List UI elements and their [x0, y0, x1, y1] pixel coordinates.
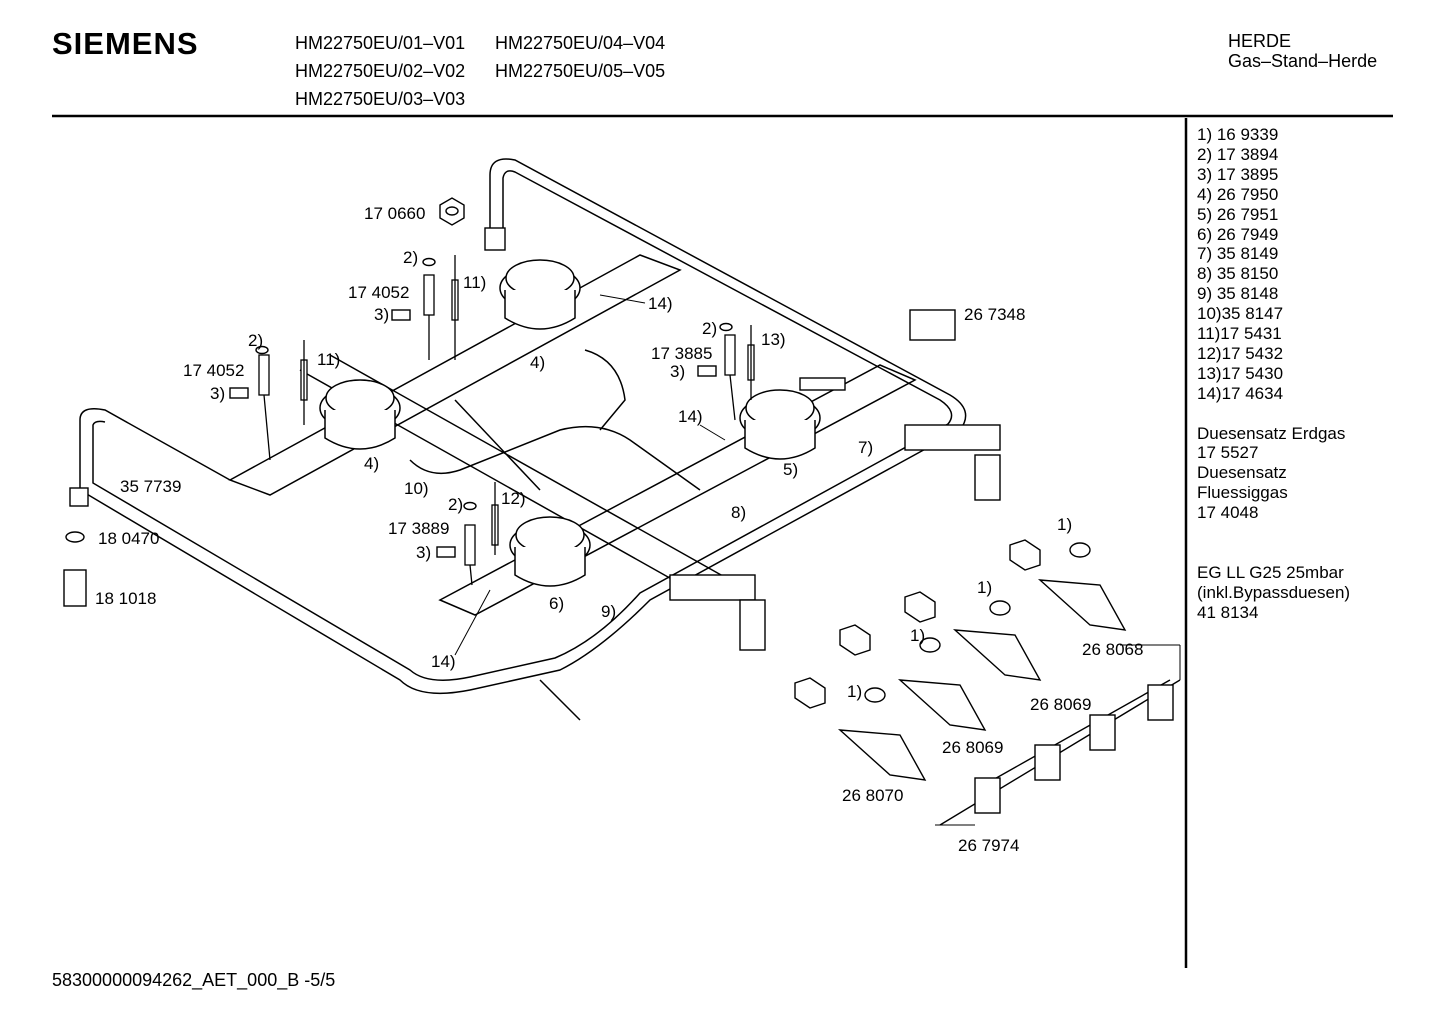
callout-label: 26 8069 [1030, 695, 1091, 714]
model-number: HM22750EU/05–V05 [495, 61, 666, 81]
gas-taps [794, 539, 1127, 781]
callout-label: 17 3889 [388, 519, 449, 538]
ignition-electrodes [258, 255, 755, 586]
kit-line: (inkl.Bypassduesen) [1197, 582, 1351, 602]
legend-entry: 8) 35 8150 [1197, 264, 1279, 284]
kit-line: Duesensatz Erdgas [1197, 423, 1346, 443]
callout-label: 26 7974 [958, 836, 1019, 855]
callout-label: 26 8069 [942, 738, 1003, 757]
callout-label: 1) [1057, 515, 1072, 534]
kit-line: 17 4048 [1197, 503, 1259, 523]
burner-front-left [319, 379, 401, 450]
burner-rear-left [499, 259, 581, 330]
callout-label: 2) [403, 248, 418, 267]
callout-label: 26 8068 [1082, 640, 1143, 659]
callout-label: 18 1018 [95, 589, 156, 608]
legend-entry: 5) 26 7951 [1197, 204, 1279, 224]
burner-frame [79, 158, 967, 721]
callout-label: 4) [364, 454, 379, 473]
callout-label: 2) [248, 331, 263, 350]
legend-entry: 11)17 5431 [1197, 324, 1282, 344]
legend-entry: 4) 26 7950 [1197, 184, 1279, 204]
model-number: HM22750EU/01–V01 [295, 33, 466, 53]
callout-label: 11) [463, 273, 486, 292]
callout-label: 5) [783, 460, 798, 479]
callout-label: 3) [670, 362, 685, 381]
callout-label: 18 0470 [98, 529, 159, 548]
kit-line: EG LL G25 25mbar [1197, 562, 1344, 582]
document-footer: 58300000094262_AET_000_B -5/5 [52, 970, 335, 991]
legend-entry: 12)17 5432 [1197, 343, 1284, 363]
document-code: 58300000094262_AET_000_B [52, 970, 300, 990]
legend-entry: 1) 16 9339 [1197, 125, 1279, 144]
callout-label: 1) [910, 626, 925, 645]
legend-entry: 10)35 8147 [1197, 304, 1284, 324]
callout-label: 26 7348 [964, 305, 1025, 324]
kit-line: Fluessiggas [1197, 483, 1288, 503]
callout-label: 12) [501, 489, 526, 508]
callout-label: 17 4052 [183, 361, 244, 380]
callout-label: 14) [648, 294, 673, 313]
model-list-col1: HM22750EU/01–V01 HM22750EU/02–V02 HM2275… [295, 29, 465, 113]
valve-bracket [939, 679, 1181, 826]
callout-label: 7) [858, 438, 873, 457]
callout-label: 3) [374, 305, 389, 324]
callout-label: 1) [847, 682, 862, 701]
model-number: HM22750EU/02–V02 [295, 61, 466, 81]
burner-front-center [509, 516, 591, 587]
page-number: -5/5 [304, 970, 336, 990]
fittings [63, 197, 1001, 651]
callout-label: 2) [448, 495, 463, 514]
callout-label: 14) [431, 652, 456, 671]
kit-line: 41 8134 [1197, 602, 1259, 622]
callout-label: 3) [416, 543, 431, 562]
brand-logo: SIEMENS [52, 26, 199, 61]
callout-labels: 17 0660 2) 17 4052 3) 11) 2) 17 4052 3) … [95, 204, 1143, 855]
callout-label: 11) [317, 350, 340, 369]
callout-label: 10) [404, 479, 429, 498]
callout-label: 8) [731, 503, 746, 522]
legend-entry: 9) 35 8148 [1197, 284, 1279, 304]
burner-rear-right [739, 389, 821, 460]
callout-label: 3) [210, 384, 225, 403]
kit-line: 17 5527 [1197, 443, 1259, 463]
model-number: HM22750EU/03–V03 [295, 89, 466, 109]
legend-entry: 6) 26 7949 [1197, 224, 1279, 244]
leader-lines [454, 294, 1181, 826]
callout-label: 26 8070 [842, 786, 903, 805]
callout-label: 17 4052 [348, 283, 409, 302]
callout-label: 6) [549, 594, 564, 613]
callout-label: 14) [678, 407, 703, 426]
legend-entry: 14)17 4634 [1197, 383, 1284, 403]
legend-entry: 13)17 5430 [1197, 363, 1284, 383]
parts-legend: 1) 16 9339 2) 17 3894 3) 17 3895 4) 26 7… [1197, 125, 1350, 623]
callout-label: 35 7739 [120, 477, 181, 496]
model-list-col2: HM22750EU/04–V04 HM22750EU/05–V05 [495, 29, 665, 85]
callout-label: 2) [702, 319, 717, 338]
category-block: HERDE Gas–Stand–Herde [1228, 31, 1377, 71]
callout-label: 1) [977, 578, 992, 597]
callout-label: 17 3885 [651, 344, 712, 363]
callout-label: 13) [761, 330, 786, 349]
kit-line: Duesensatz [1197, 463, 1287, 483]
legend-entry: 7) 35 8149 [1197, 244, 1279, 264]
burner-units [319, 259, 821, 587]
category-title: HERDE [1228, 31, 1292, 51]
callout-label: 9) [601, 602, 616, 621]
callout-label: 17 0660 [364, 204, 425, 223]
callout-label: 4) [530, 353, 545, 372]
legend-entry: 2) 17 3894 [1197, 144, 1279, 164]
legend-entry: 3) 17 3895 [1197, 164, 1279, 184]
model-number: HM22750EU/04–V04 [495, 33, 666, 53]
category-subtitle: Gas–Stand–Herde [1228, 51, 1378, 71]
